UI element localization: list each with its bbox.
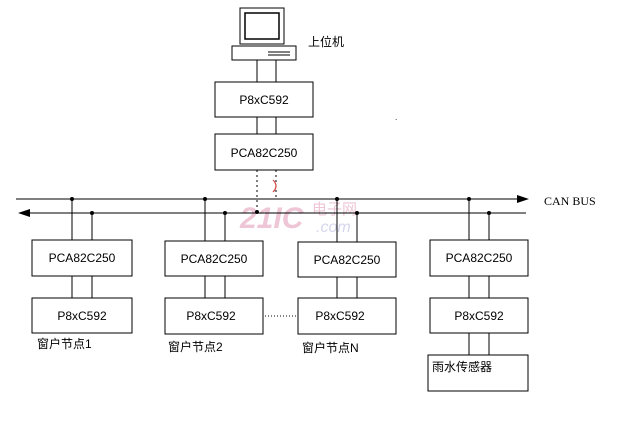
bus-label: CAN BUS [544,194,596,208]
svg-text:电子网: 电子网 [312,201,357,218]
host-controller-box: P8xC592 [214,81,314,118]
node-n-controller: P8xC592 [315,309,365,323]
rain-sensor-label: 雨水传感器 [432,359,492,374]
host-transceiver-box: PCA82C250 [214,133,314,171]
node-2: PCA82C250 P8xC592 窗户节点2 [164,199,264,354]
node-1-controller: P8xC592 [57,309,107,323]
svg-text:21IC: 21IC [239,202,305,235]
svg-text:P8xC592: P8xC592 [239,93,289,107]
node-4-controller: P8xC592 [454,309,504,323]
svg-text:.: . [395,113,397,122]
node-1-caption: 窗户节点1 [37,336,92,351]
node-1: PCA82C250 P8xC592 窗户节点1 [31,199,133,351]
node-2-transceiver: PCA82C250 [181,252,248,266]
svg-text:PCA82C250: PCA82C250 [231,146,298,160]
host-label: 上位机 [308,34,344,49]
node-1-transceiver: PCA82C250 [49,251,116,265]
node-n-transceiver: PCA82C250 [314,253,381,267]
node-n: PCA82C250 P8xC592 窗户节点N [297,199,397,355]
node-2-controller: P8xC592 [186,309,236,323]
node-rain-sensor: PCA82C250 P8xC592 雨水传感器 [427,199,529,392]
computer-icon [231,7,297,61]
watermark-logo: 21IC 电子网 .com [239,201,357,236]
node-4-transceiver: PCA82C250 [446,251,513,265]
node-2-caption: 窗户节点2 [168,339,223,354]
can-bus-lines [16,195,529,217]
svg-text:.com: .com [316,219,351,236]
node-n-caption: 窗户节点N [302,340,359,355]
